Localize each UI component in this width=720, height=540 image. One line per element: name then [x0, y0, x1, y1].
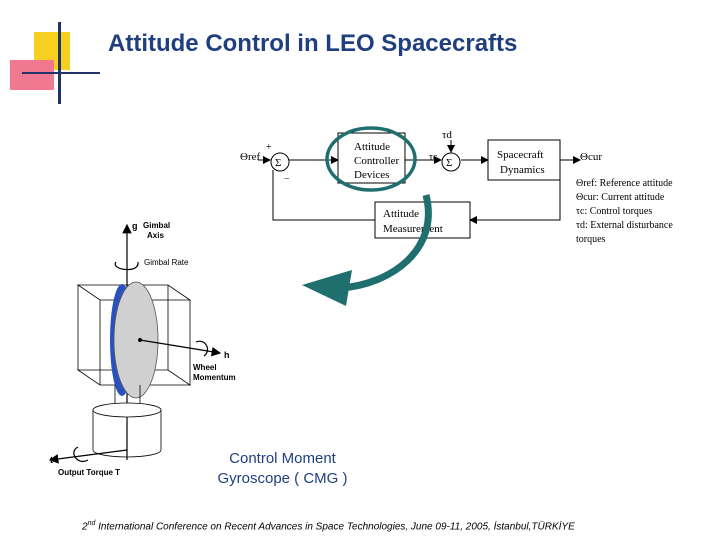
legend-line-1: Θref: Reference attitude	[576, 178, 673, 189]
slide-title: Attitude Control in LEO Spacecrafts	[108, 30, 518, 57]
gimbal-g-label: g	[132, 221, 138, 231]
footer-ordinal-suffix: nd	[87, 520, 96, 527]
footer-text: International Conference on Recent Advan…	[95, 521, 575, 533]
theta-cur-label: Θcur	[580, 151, 602, 163]
base-top	[92, 402, 162, 418]
h-axis-line	[139, 339, 222, 357]
tau-c-label: τc	[429, 152, 438, 163]
cmg-caption-line-1: Control Moment	[229, 450, 336, 467]
plus-sign: +	[266, 142, 272, 153]
gimbal-rate-arrow	[114, 261, 139, 271]
corner-pink-square	[10, 60, 54, 90]
dynamics-line-1: Spacecraft	[497, 149, 543, 161]
pointer-arrow-shaft	[339, 194, 432, 292]
pointer-arrow-head	[302, 270, 352, 306]
feedback-path-left	[272, 170, 378, 221]
wheel-face	[113, 281, 159, 399]
gimbal-axis-label-2: Axis	[147, 231, 164, 240]
cmg-illustration: g Gimbal Axis Gimbal Rate h Wheel Moment…	[48, 221, 236, 477]
wheel-momentum-label-2: Momentum	[193, 373, 236, 382]
wheel-momentum-label-1: Wheel	[193, 363, 217, 372]
t-label: t	[50, 455, 53, 465]
legend: Θref: Reference attitude Θcur: Current a…	[576, 178, 673, 245]
tau-d-label: τd	[442, 129, 452, 141]
dynamics-block	[487, 139, 561, 181]
h-label: h	[224, 350, 230, 360]
gimbal-rate-label: Gimbal Rate	[144, 258, 189, 267]
dynamics-line-2: Dynamics	[500, 164, 545, 176]
corner-horizontal-line	[22, 72, 100, 74]
legend-line-3: τc: Control torques	[576, 206, 652, 217]
slide-footer: 2nd International Conference on Recent A…	[82, 520, 575, 532]
sum-symbol-1: Σ	[275, 157, 281, 169]
corner-vertical-line	[58, 22, 61, 104]
theta-ref-label: Θref	[240, 151, 260, 163]
controller-line-2: Controller	[354, 155, 400, 167]
control-block-diagram: Σ Σ Θref + − Attitude Controller Devices…	[240, 129, 673, 245]
footer-ordinal: 2	[82, 521, 88, 533]
controller-line-1: Attitude	[354, 141, 390, 153]
output-torque-label: Output Torque T	[58, 468, 120, 477]
sum-junction-2	[441, 152, 461, 172]
legend-line-2: Θcur: Current attitude	[576, 192, 665, 203]
cmg-caption-line-2: Gyroscope ( CMG )	[217, 470, 348, 487]
torque-axis-line	[48, 449, 128, 464]
controller-line-3: Devices	[354, 169, 389, 181]
legend-line-5: torques	[576, 234, 606, 245]
base-cylinder	[92, 410, 162, 458]
gimbal-axis-label-1: Gimbal	[143, 221, 170, 230]
highlight-ellipse	[325, 126, 417, 192]
measurement-line-2: Measurement	[383, 223, 443, 235]
sum-junction-1	[270, 152, 290, 172]
legend-line-4: τd: External disturbance	[576, 220, 673, 231]
minus-sign: −	[284, 174, 290, 185]
measurement-line-1: Attitude	[383, 208, 419, 220]
controller-block	[337, 132, 406, 184]
cmg-caption: Control Moment Gyroscope ( CMG )	[200, 449, 365, 489]
sum-symbol-2: Σ	[446, 157, 452, 169]
